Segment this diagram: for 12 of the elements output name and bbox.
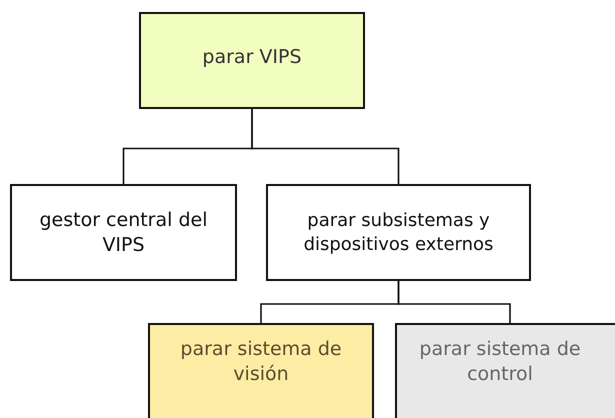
connector-line — [251, 109, 400, 184]
connector-line — [398, 281, 511, 323]
process-box — [139, 12, 365, 109]
process-box — [266, 184, 531, 281]
process-box — [10, 184, 237, 281]
box-label: parar sistema de control — [418, 337, 582, 387]
box-label: parar sistema de visión — [179, 337, 343, 387]
process-box — [148, 323, 374, 418]
box-label: parar subsistemas y dispositivos externos — [302, 209, 494, 256]
box-label: parar VIPS — [202, 45, 302, 70]
process-box — [395, 323, 615, 418]
box-label: gestor central del VIPS — [38, 208, 208, 258]
